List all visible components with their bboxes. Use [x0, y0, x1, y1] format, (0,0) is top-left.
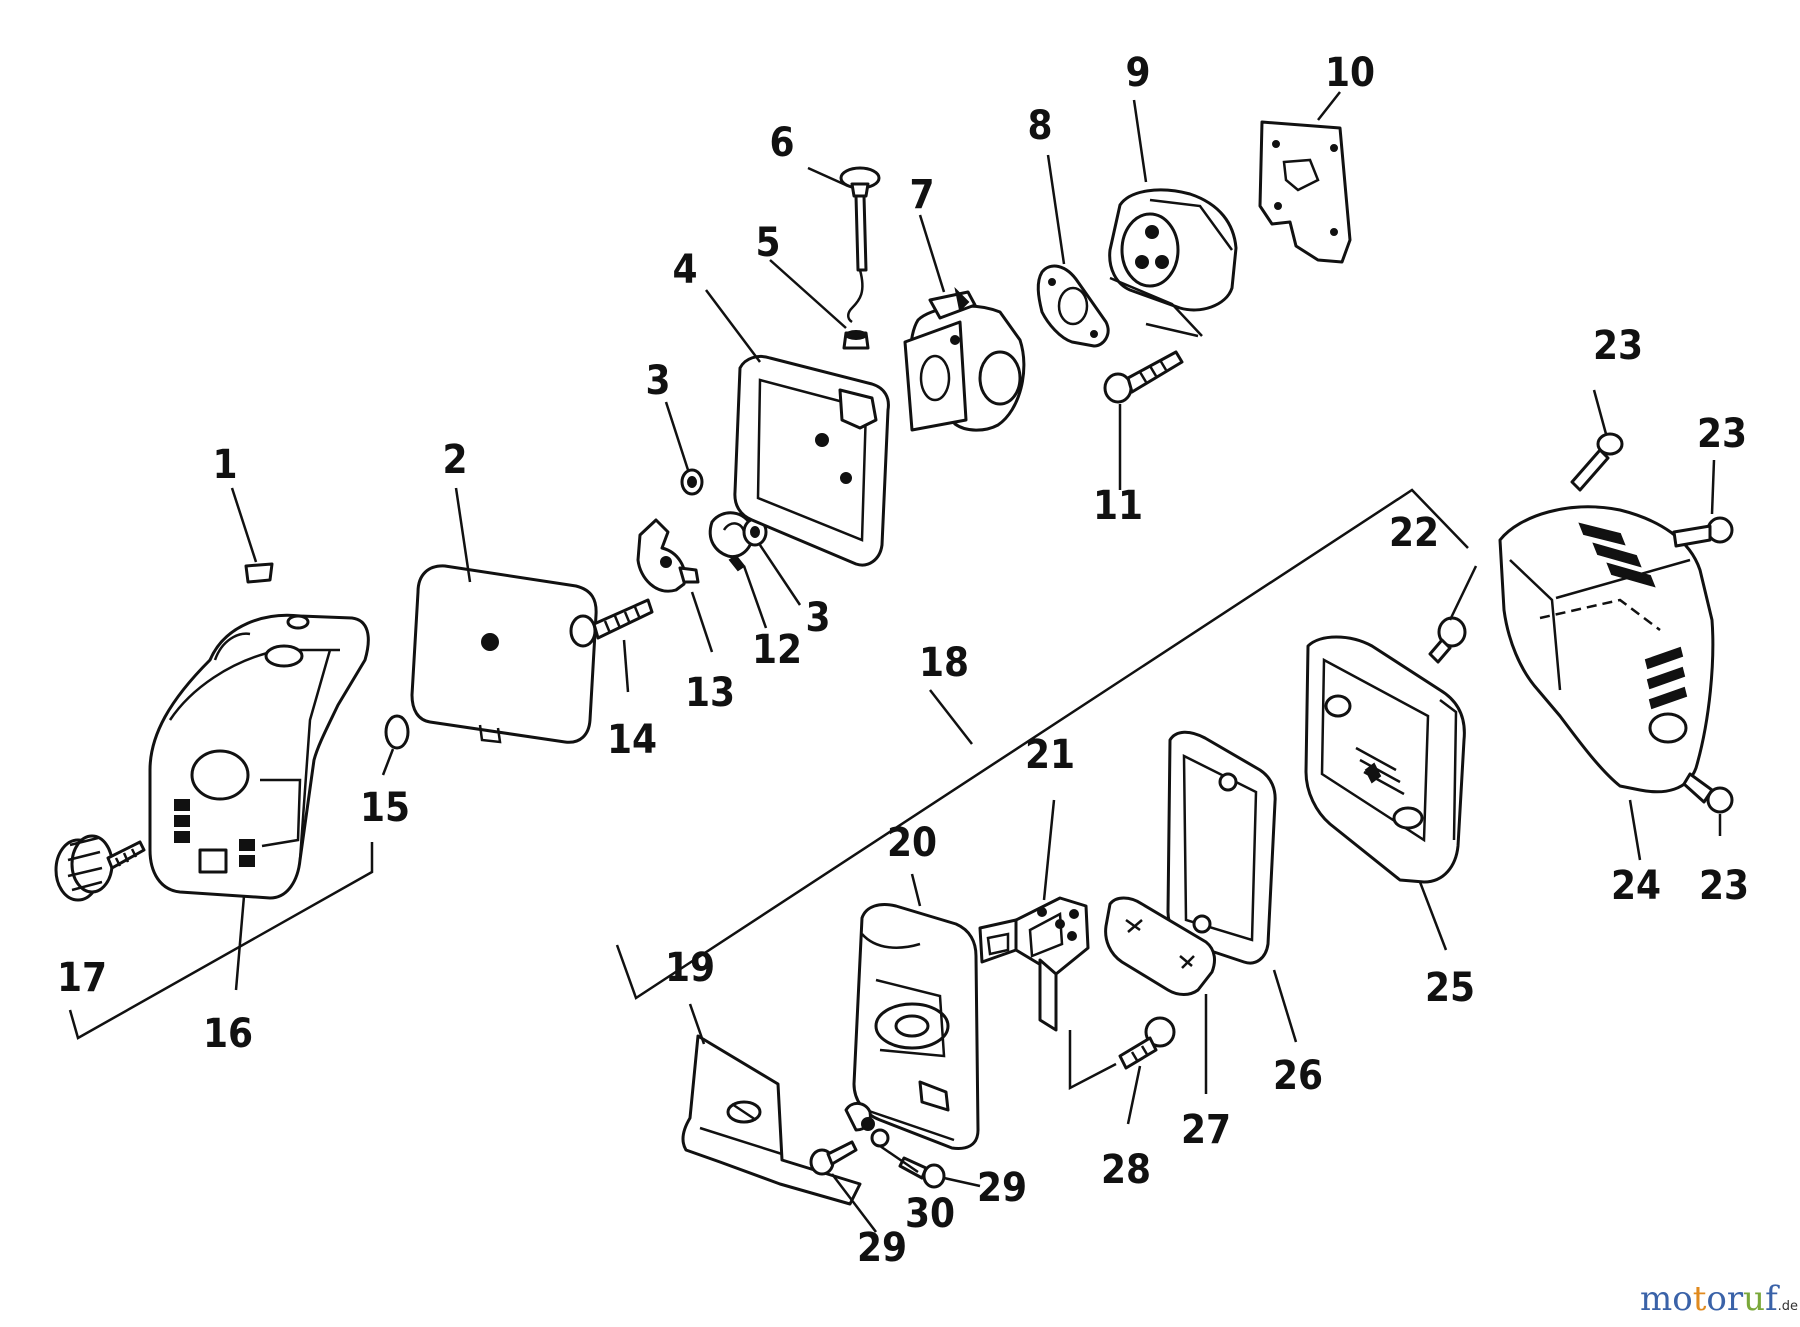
- watermark-letter: f: [1765, 1279, 1780, 1319]
- watermark-letter: m: [1640, 1279, 1672, 1319]
- part-16-air-filter-cover: [148, 613, 370, 900]
- watermark-letter: r: [1727, 1279, 1744, 1319]
- part-29-screw-right: [898, 1156, 946, 1189]
- part-27-shield-plate: [1104, 896, 1216, 996]
- part-11-screw: [1103, 350, 1184, 404]
- part-19-gasket-plate: [681, 1034, 862, 1206]
- watermark-letter: t: [1693, 1279, 1707, 1319]
- part-15-o-ring: [384, 714, 410, 750]
- callout-15: 15: [360, 785, 410, 831]
- part-3-nut-upper: [680, 468, 704, 496]
- callout-20: 20: [887, 820, 937, 866]
- watermark-logo: motoruf.de: [1640, 1279, 1798, 1319]
- leader-lines: [68, 91, 1722, 1233]
- part-14-screw: [569, 598, 654, 648]
- part-21-bracket: [978, 896, 1090, 1032]
- watermark-letter: u: [1743, 1279, 1765, 1319]
- part-8-carb-gasket: [1036, 264, 1110, 348]
- watermark-text: motoruf.de: [1640, 1279, 1798, 1319]
- part-23-bolt-bottom: [1682, 772, 1734, 814]
- part-9-insulator: [1108, 188, 1238, 337]
- watermark-letter: o: [1706, 1279, 1726, 1319]
- part-6-primer-rod: [839, 166, 881, 324]
- part-13-choke-bracket: [636, 518, 700, 593]
- callout-1: 1: [212, 442, 237, 488]
- callout-18: 18: [919, 640, 969, 686]
- callout-23-right: 23: [1697, 411, 1747, 457]
- callout-3-upper: 3: [645, 358, 670, 404]
- part-23-bolt-top: [1570, 432, 1624, 492]
- part-30-clip: [844, 1102, 890, 1148]
- callout-3-lower: 3: [805, 595, 830, 641]
- callout-23-bottom: 23: [1699, 863, 1749, 909]
- callout-13: 13: [685, 670, 735, 716]
- callout-17: 17: [57, 955, 107, 1001]
- part-23-bolt-right: [1672, 516, 1734, 548]
- part-2-filter-element: [410, 564, 598, 744]
- part-29-screw-left: [809, 1140, 858, 1176]
- watermark-suffix: .de: [1778, 1299, 1798, 1314]
- callout-labels: 1 2 3 3 4 5 6 7 8 9 10 11 12 13 14 15 16…: [57, 50, 1749, 1271]
- callout-9: 9: [1125, 50, 1150, 96]
- part-17-knob: [54, 834, 146, 902]
- part-4-filter-base: [733, 354, 890, 567]
- watermark-letter: o: [1672, 1279, 1692, 1319]
- callout-29-right: 29: [977, 1165, 1027, 1211]
- part-20-muffler-front: [852, 903, 980, 1150]
- part-25-muffler-body: [1304, 635, 1466, 884]
- callout-24: 24: [1611, 863, 1661, 909]
- part-5-grommet: [842, 330, 870, 350]
- callout-10: 10: [1325, 50, 1375, 96]
- callout-4: 4: [672, 247, 697, 293]
- callout-6: 6: [769, 120, 794, 166]
- part-10-gasket-plate: [1258, 120, 1352, 264]
- callout-29-left: 29: [857, 1225, 907, 1271]
- part-12-clip: [708, 511, 755, 572]
- callout-28: 28: [1101, 1147, 1151, 1193]
- callout-25: 25: [1425, 965, 1475, 1011]
- callout-8: 8: [1027, 103, 1052, 149]
- part-22-screw: [1428, 616, 1467, 664]
- part-1-decal: [244, 562, 274, 584]
- callout-7: 7: [909, 172, 934, 218]
- part-7-carburetor: [903, 286, 1026, 432]
- callout-30: 30: [905, 1191, 955, 1237]
- callout-21: 21: [1025, 732, 1075, 778]
- callout-5: 5: [755, 220, 780, 266]
- part-24-muffler-cover: [1498, 505, 1715, 794]
- callout-23-top: 23: [1593, 323, 1643, 369]
- callout-19: 19: [665, 945, 715, 991]
- part-28-screw: [1118, 1016, 1176, 1070]
- callout-12: 12: [752, 627, 802, 673]
- callout-27: 27: [1181, 1107, 1231, 1153]
- callout-26: 26: [1273, 1053, 1323, 1099]
- callout-14: 14: [607, 717, 657, 763]
- callout-16: 16: [203, 1011, 253, 1057]
- callout-22: 22: [1389, 510, 1439, 556]
- callout-2: 2: [442, 437, 467, 483]
- callout-11: 11: [1093, 483, 1143, 529]
